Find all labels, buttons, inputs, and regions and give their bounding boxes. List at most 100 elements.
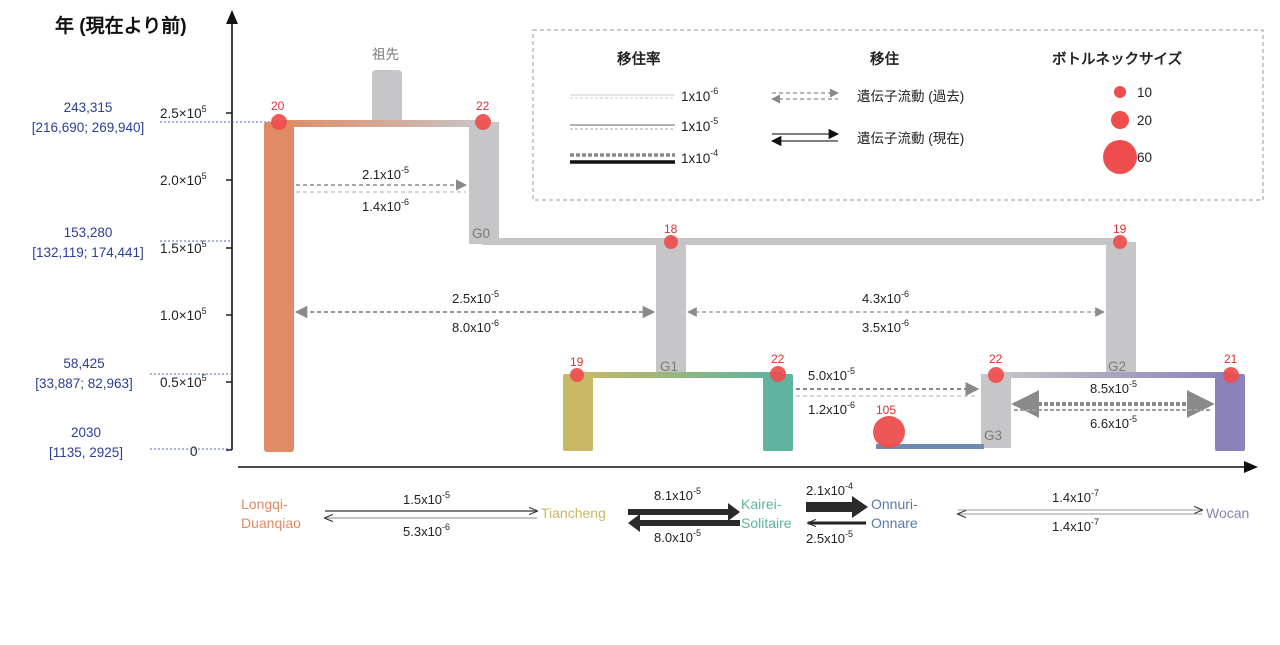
split-ci-2: [132,119; 174,441] — [32, 245, 144, 260]
legend-size-label: 20 — [1137, 113, 1152, 128]
branch-g2 — [1106, 242, 1136, 376]
bottleneck-label: 22 — [476, 99, 490, 113]
population-tree: 祖先 G0 G1 G2 G3 — [264, 47, 1245, 452]
migration-rate-label: 2.5x10-5 — [452, 289, 499, 306]
legend-size-label: 10 — [1137, 85, 1152, 100]
population-label: Longqi- — [241, 496, 288, 512]
bottleneck-label: 18 — [664, 222, 678, 236]
legend-rate-label: 1x10-5 — [681, 116, 718, 134]
population-label: Onnare — [871, 515, 918, 531]
split-ci-4: [1135, 2925] — [49, 445, 123, 460]
legend-migration-header: 移住 — [870, 50, 899, 68]
ancestor-branch — [372, 70, 402, 124]
migration-rate-label: 1.4x10-6 — [362, 197, 409, 214]
bottleneck-circle — [988, 367, 1004, 383]
tick-label-1-0: 1.0×105 — [160, 306, 207, 323]
migration-rate-label: 5.3x10-6 — [403, 522, 450, 539]
population-label: Wocan — [1206, 505, 1249, 521]
split-bar-g2 — [994, 372, 1234, 378]
bottleneck-markers: 20 22 18 19 19 22 22 21 105 — [271, 99, 1239, 448]
legend-rate-header: 移住率 — [617, 50, 661, 68]
legend: 移住率 移住 ボトルネックサイズ 1x10-6 1x10-5 1x10-4 遺伝… — [532, 29, 1264, 201]
branch-tiancheng — [563, 374, 593, 451]
population-label: Onnuri- — [871, 496, 918, 512]
migration-rate-label: 6.6x10-5 — [1090, 414, 1137, 431]
legend-size-circle — [1103, 140, 1137, 174]
past-migration-arrows: 2.1x10-5 1.4x10-6 2.5x10-5 8.0x10-6 4.3x… — [294, 165, 1215, 431]
bottleneck-circle — [770, 366, 786, 382]
legend-size-label: 60 — [1137, 150, 1152, 165]
population-label: Tiancheng — [541, 505, 606, 521]
bottleneck-label: 21 — [1224, 352, 1238, 366]
y-ticks: 0 0.5×105 1.0×105 1.5×105 2.0×105 2.5×10… — [160, 104, 232, 459]
split-bar-root — [276, 120, 486, 127]
migration-rate-label: 2.1x10-5 — [362, 165, 409, 182]
y-axis-title: 年 (現在より前) — [55, 14, 187, 37]
legend-rate-label: 1x10-4 — [681, 148, 718, 166]
migration-rate-label: 8.1x10-5 — [654, 486, 701, 503]
legend-size-circle — [1114, 86, 1126, 98]
split-ci-3: [33,887; 82,963] — [35, 376, 133, 391]
bottleneck-circle — [570, 368, 584, 382]
node-label-g1: G1 — [660, 359, 678, 374]
split-ci-1: [216,690; 269,940] — [32, 120, 145, 135]
migration-rate-label: 2.1x10-4 — [806, 481, 853, 498]
bottleneck-label: 20 — [271, 99, 285, 113]
y-axis-arrow — [226, 10, 238, 24]
migration-rate-label: 1.4x10-7 — [1052, 517, 1099, 534]
tick-label-0-5: 0.5×105 — [160, 373, 207, 390]
ancestor-label: 祖先 — [372, 47, 399, 62]
split-time-3: 58,425 — [63, 356, 104, 371]
population-label: Solitaire — [741, 515, 792, 531]
bottleneck-circle — [664, 235, 678, 249]
bottleneck-circle — [475, 114, 491, 130]
legend-bottleneck-header: ボトルネックサイズ — [1052, 50, 1183, 68]
migration-rate-label: 1.4x10-7 — [1052, 488, 1099, 505]
branch-longqi-duanqiao — [264, 122, 294, 452]
present-populations: Longqi- Duanqiao Tiancheng Kairei- Solit… — [241, 496, 1249, 531]
split-time-4: 2030 — [71, 425, 101, 440]
migration-rate-label: 4.3x10-6 — [862, 289, 909, 306]
bottleneck-circle — [1113, 235, 1127, 249]
branch-g0 — [469, 122, 499, 244]
branch-wocan — [1215, 374, 1245, 451]
migration-rate-label: 8.0x10-5 — [654, 528, 701, 545]
legend-rate-label: 1x10-6 — [681, 86, 718, 104]
tick-label-2-0: 2.0×105 — [160, 171, 207, 188]
legend-size-circle — [1111, 111, 1129, 129]
split-time-2: 153,280 — [64, 225, 113, 240]
migration-rate-label: 5.0x10-5 — [808, 366, 855, 383]
tick-label-0: 0 — [190, 444, 198, 459]
tick-label-1-5: 1.5×105 — [160, 239, 207, 256]
branch-kairei-solitaire — [763, 374, 793, 451]
migration-rate-label: 8.0x10-6 — [452, 318, 499, 335]
node-label-g0: G0 — [472, 226, 490, 241]
split-time-guides — [150, 121, 280, 450]
split-bar-g0 — [482, 238, 1122, 245]
node-label-g3: G3 — [984, 428, 1002, 443]
branch-g1 — [656, 242, 686, 376]
branch-g3 — [981, 374, 1011, 448]
migration-rate-label: 1.2x10-6 — [808, 400, 855, 417]
bottleneck-label: 19 — [570, 355, 584, 369]
legend-past-flow-label: 遺伝子流動 (過去) — [857, 89, 964, 104]
migration-rate-label: 3.5x10-6 — [862, 318, 909, 335]
bottleneck-circle — [1223, 367, 1239, 383]
bottleneck-label: 22 — [989, 352, 1003, 366]
population-label: Kairei- — [741, 496, 782, 512]
branch-onnuri-onnare — [876, 444, 984, 449]
split-time-labels: 243,315 [216,690; 269,940] 153,280 [132,… — [32, 100, 145, 460]
legend-present-flow-label: 遺伝子流動 (現在) — [857, 131, 964, 146]
migration-rate-label: 1.5x10-5 — [403, 490, 450, 507]
legend-box — [532, 29, 1264, 201]
node-label-g2: G2 — [1108, 359, 1126, 374]
population-label: Duanqiao — [241, 515, 301, 531]
bottleneck-label: 105 — [876, 403, 896, 417]
split-bar-g1 — [576, 372, 782, 378]
bottleneck-label: 19 — [1113, 222, 1127, 236]
bottleneck-circle — [873, 416, 905, 448]
migration-rate-label: 8.5x10-5 — [1090, 379, 1137, 396]
migration-rate-label: 2.5x10-5 — [806, 529, 853, 546]
